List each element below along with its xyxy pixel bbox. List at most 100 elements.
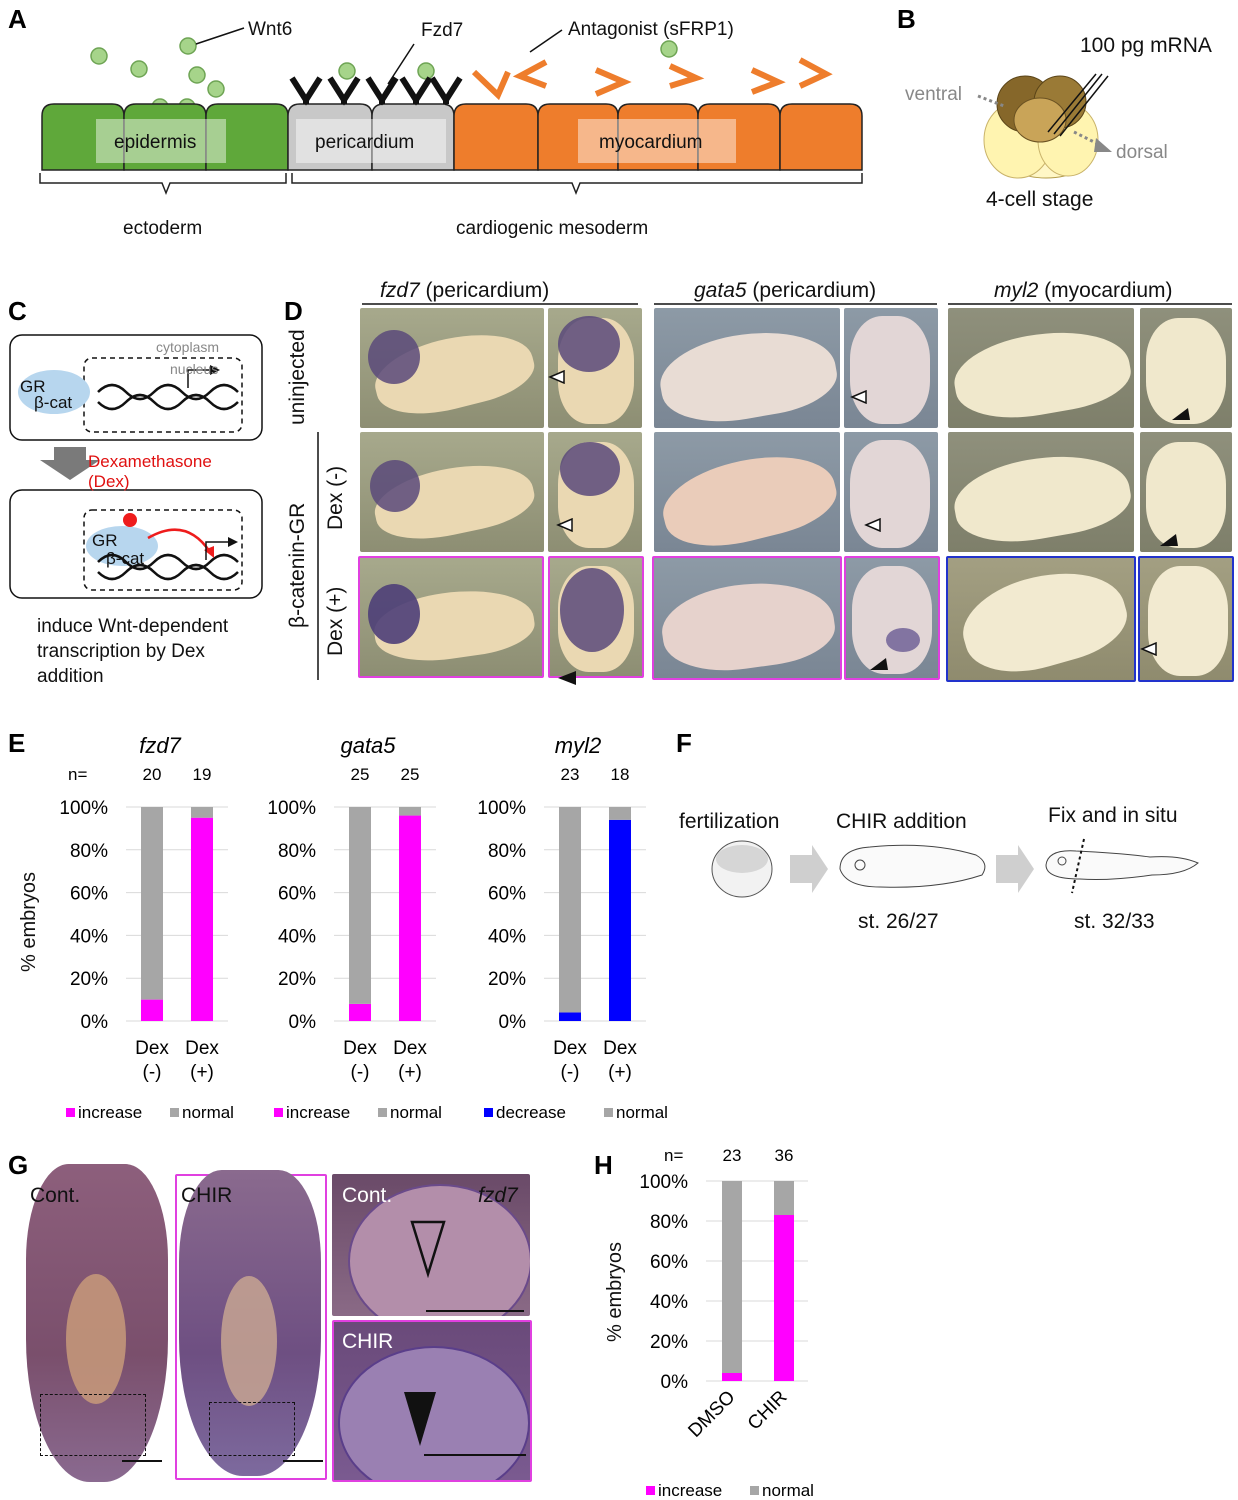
e-xtick-dex: Dex	[185, 1038, 219, 1059]
caption-c-1: induce Wnt-dependent	[37, 616, 229, 637]
h-bar-segment	[722, 1373, 742, 1381]
g-cont-label: Cont.	[30, 1184, 81, 1207]
e-legend-swatch	[378, 1108, 387, 1117]
d-col1-title: fzd7 (pericardium)	[380, 279, 550, 302]
e-xtick-sign: (-)	[561, 1062, 580, 1083]
e-legend-swatch	[484, 1108, 493, 1117]
panel-label-c: C	[8, 296, 27, 326]
e-bar-segment	[191, 807, 213, 818]
gr-label-top: GR	[20, 377, 46, 396]
mrna-label: 100 pg mRNA	[1080, 34, 1212, 57]
h-legend-label: normal	[762, 1481, 814, 1500]
photo-g-chir-zoom	[332, 1320, 532, 1482]
arrow-2	[996, 845, 1034, 893]
e-bar-segment	[141, 999, 163, 1021]
tadpole-drawing	[1045, 850, 1199, 880]
bcat-label-bottom: β-cat	[106, 549, 145, 568]
e-ytick-label: 100%	[477, 798, 526, 819]
e-n-value: 18	[611, 765, 630, 784]
photo-myl2-dex-minus-zoom	[1140, 432, 1232, 552]
e-ytick-label: 60%	[70, 884, 108, 905]
e-ytick-label: 0%	[499, 1012, 527, 1033]
group-bcatenin-gr: β-catenin-GR	[286, 502, 309, 628]
e-bar-segment	[141, 807, 163, 1000]
h-n-value: 36	[775, 1146, 794, 1165]
cytoplasm-label: cytoplasm	[156, 339, 220, 355]
sfrp1-antagonists	[471, 57, 833, 101]
photo-fzd7-uninjected	[360, 308, 544, 428]
e-bar-segment	[191, 817, 213, 1021]
photo-gata5-dex-minus-zoom	[844, 432, 938, 552]
h-n-value: 23	[723, 1146, 742, 1165]
e-legend-label: increase	[286, 1103, 350, 1122]
photo-g-chir	[175, 1170, 327, 1480]
h-xtick-label: CHIR	[744, 1387, 792, 1435]
e-ytick-label: 60%	[278, 884, 316, 905]
g-gene-label: fzd7	[478, 1184, 518, 1207]
e-xtick-sign: (+)	[608, 1062, 632, 1083]
g-cont-zoom-label: Cont.	[342, 1184, 393, 1207]
e-bar-segment	[349, 807, 371, 1004]
dexamethasone-label: Dexamethasone	[88, 452, 212, 471]
e-ytick-label: 80%	[70, 841, 108, 862]
h-legend-label: increase	[658, 1481, 722, 1500]
e-ytick-label: 40%	[278, 926, 316, 947]
h-bar-segment	[774, 1215, 794, 1381]
stage-26-27: st. 26/27	[858, 910, 939, 933]
e-bar-segment	[399, 815, 421, 1021]
e-xtick-sign: (+)	[398, 1062, 422, 1083]
panel-label-e: E	[8, 728, 26, 758]
g-chir-label: CHIR	[181, 1184, 233, 1207]
row-uninjected: uninjected	[286, 329, 309, 425]
e-legend-swatch	[274, 1108, 283, 1117]
e-xtick-dex: Dex	[343, 1038, 377, 1059]
e-legend-label: normal	[616, 1103, 668, 1122]
e-xtick-sign: (-)	[351, 1062, 370, 1083]
photo-fzd7-uninjected-zoom	[548, 308, 642, 428]
e-ytick-label: 100%	[267, 798, 316, 819]
d-header-lines	[317, 303, 1232, 680]
panel-label-a: A	[8, 4, 27, 34]
e-ytick-label: 80%	[278, 841, 316, 862]
wnt6-label: Wnt6	[248, 19, 293, 40]
myocardium-cells	[453, 103, 863, 171]
e-legend-swatch	[604, 1108, 613, 1117]
e-legend-label: normal	[182, 1103, 234, 1122]
photo-myl2-dex-plus	[946, 555, 1136, 687]
e-ytick-label: 20%	[70, 969, 108, 990]
e-chart-title: gata5	[340, 733, 396, 758]
e-ytick-label: 80%	[488, 841, 526, 862]
caption-c-3: addition	[37, 666, 104, 687]
antagonist-label: Antagonist (sFRP1)	[568, 19, 734, 40]
h-ytick-label: 100%	[639, 1172, 688, 1193]
e-ytick-label: 0%	[289, 1012, 317, 1033]
e-legend-label: decrease	[496, 1103, 566, 1122]
e-ytick-label: 60%	[488, 884, 526, 905]
e-bar-segment	[559, 807, 581, 1013]
ventral-label: ventral	[905, 84, 963, 105]
myocardium-label: myocardium	[599, 132, 703, 153]
h-ytick-label: 20%	[650, 1332, 688, 1353]
four-cell-embryo	[977, 73, 1112, 179]
e-xtick-sign: (-)	[143, 1062, 162, 1083]
e-legend-swatch	[66, 1108, 75, 1117]
h-ytick-label: 60%	[650, 1252, 688, 1273]
g-chir-zoom-label: CHIR	[342, 1330, 394, 1353]
e-legend-label: normal	[390, 1103, 442, 1122]
stage-32-33: st. 32/33	[1074, 910, 1155, 933]
step-fertilization: fertilization	[679, 810, 780, 833]
fzd7-receptors	[289, 76, 463, 106]
e-chart-title: fzd7	[139, 733, 181, 758]
panel-f-timeline	[711, 838, 1199, 898]
panel-label-g: G	[8, 1150, 29, 1180]
photo-g-control	[22, 1164, 172, 1482]
photo-gata5-uninjected-zoom	[844, 308, 938, 428]
e-ytick-label: 20%	[278, 969, 316, 990]
e-bar-segment	[609, 819, 631, 1021]
d-col3-title: myl2 (myocardium)	[994, 279, 1173, 302]
photo-fzd7-dex-minus	[360, 432, 544, 552]
step-chir-addition: CHIR addition	[836, 810, 967, 833]
e-ytick-label: 0%	[81, 1012, 109, 1033]
fzd7-label: Fzd7	[421, 20, 464, 41]
